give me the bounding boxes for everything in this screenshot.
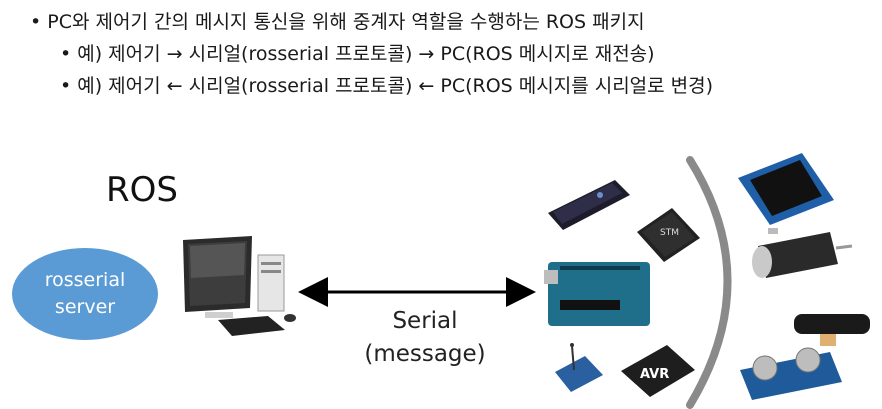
xbee-module-icon	[555, 343, 603, 392]
bullet-main: • PC와 제어기 간의 메시지 통신을 위해 중계자 역할을 수행하는 ROS…	[30, 11, 645, 33]
rosserial-server-node: rosserial server	[12, 248, 158, 340]
stm32-chip-icon: STM	[637, 208, 700, 262]
mbed-board-icon	[548, 180, 630, 230]
server-label-line1: rosserial	[44, 269, 126, 291]
bullet-example-1: • 예) 제어기 → 시리얼(rosserial 프로토콜) → PC(ROS …	[60, 43, 655, 65]
avr-label: AVR	[640, 367, 669, 382]
lcd-display-icon	[738, 153, 834, 234]
serial-label-line1: Serial	[392, 308, 458, 334]
stm-label: STM	[660, 228, 679, 238]
description-bullets: • PC와 제어기 간의 메시지 통신을 위해 중계자 역할을 수행하는 ROS…	[30, 6, 713, 102]
divider-arc	[686, 156, 732, 409]
avr-chip-icon: AVR	[621, 345, 695, 397]
desktop-computer-icon	[183, 236, 296, 336]
arduino-board-icon	[544, 262, 650, 326]
dc-motor-icon	[752, 232, 853, 278]
server-label-line2: server	[54, 296, 116, 318]
serial-label-line2: (message)	[364, 341, 486, 367]
ultrasonic-sensor-icon	[740, 347, 842, 400]
bullet-example-2: • 예) 제어기 ← 시리얼(rosserial 프로토콜) ← PC(ROS …	[60, 75, 714, 97]
serial-label: Serial (message)	[355, 305, 495, 371]
ros-label: ROS	[106, 170, 178, 210]
ir-distance-sensor-icon	[794, 314, 870, 346]
